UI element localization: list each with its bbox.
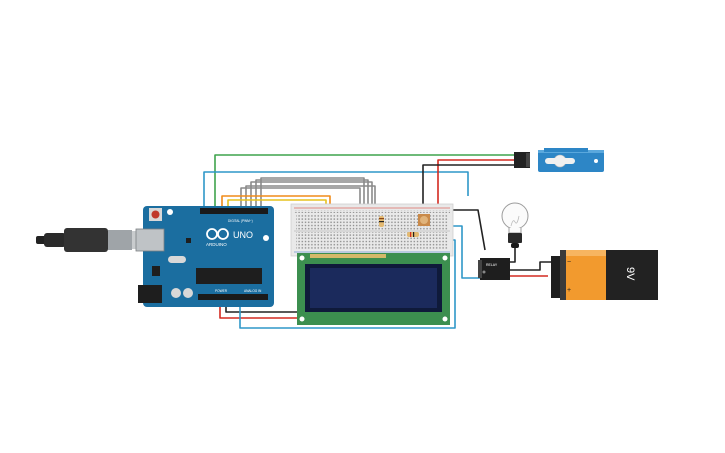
- arduino-brand-label: ARDUINO: [206, 242, 227, 247]
- relay[interactable]: RELAY: [478, 258, 510, 280]
- wire-green-servo-signal: [214, 154, 516, 213]
- relay-label: RELAY: [486, 263, 498, 267]
- digital-header: [200, 208, 268, 214]
- potentiometer[interactable]: [418, 214, 430, 226]
- wire-black-relay: [445, 209, 486, 251]
- wire-blue-top: [203, 171, 469, 212]
- lcd-screen: [310, 268, 437, 308]
- atmega-chip: [196, 268, 262, 284]
- power-header: [198, 294, 268, 300]
- analog-header-label: ANALOG IN: [244, 289, 262, 293]
- battery-9v[interactable]: + − 9V: [551, 250, 658, 300]
- power-header-label: POWER: [215, 289, 228, 293]
- wire-red-servo: [437, 159, 516, 210]
- wire-black-batt: [508, 261, 556, 271]
- wire-gray-4: [260, 177, 365, 228]
- breadboard[interactable]: [290, 203, 454, 257]
- battery-minus-label: −: [567, 259, 571, 266]
- lcd-pin-header: [310, 254, 386, 258]
- wire-blue-relay: [445, 225, 482, 279]
- arduino-uno[interactable]: ARDUINO UNO DIGITAL (PWM~) POWER ANALOG …: [135, 206, 274, 307]
- breadboard-holes: [294, 210, 450, 213]
- usb-jack: [135, 228, 165, 252]
- resistor-1[interactable]: [379, 216, 384, 227]
- battery-plus-label: +: [567, 287, 571, 294]
- digital-header-label: DIGITAL (PWM~): [228, 219, 253, 223]
- resistor-2[interactable]: [407, 232, 419, 237]
- arduino-logo-icon: [206, 228, 229, 240]
- lcd-16x2[interactable]: [297, 253, 450, 325]
- servo-motor[interactable]: [514, 148, 604, 172]
- light-bulb[interactable]: [501, 174, 529, 248]
- usb-cable: [36, 228, 144, 252]
- battery-voltage-label: 9V: [624, 267, 636, 281]
- power-jack: [138, 285, 162, 303]
- arduino-model-label: UNO: [233, 230, 253, 240]
